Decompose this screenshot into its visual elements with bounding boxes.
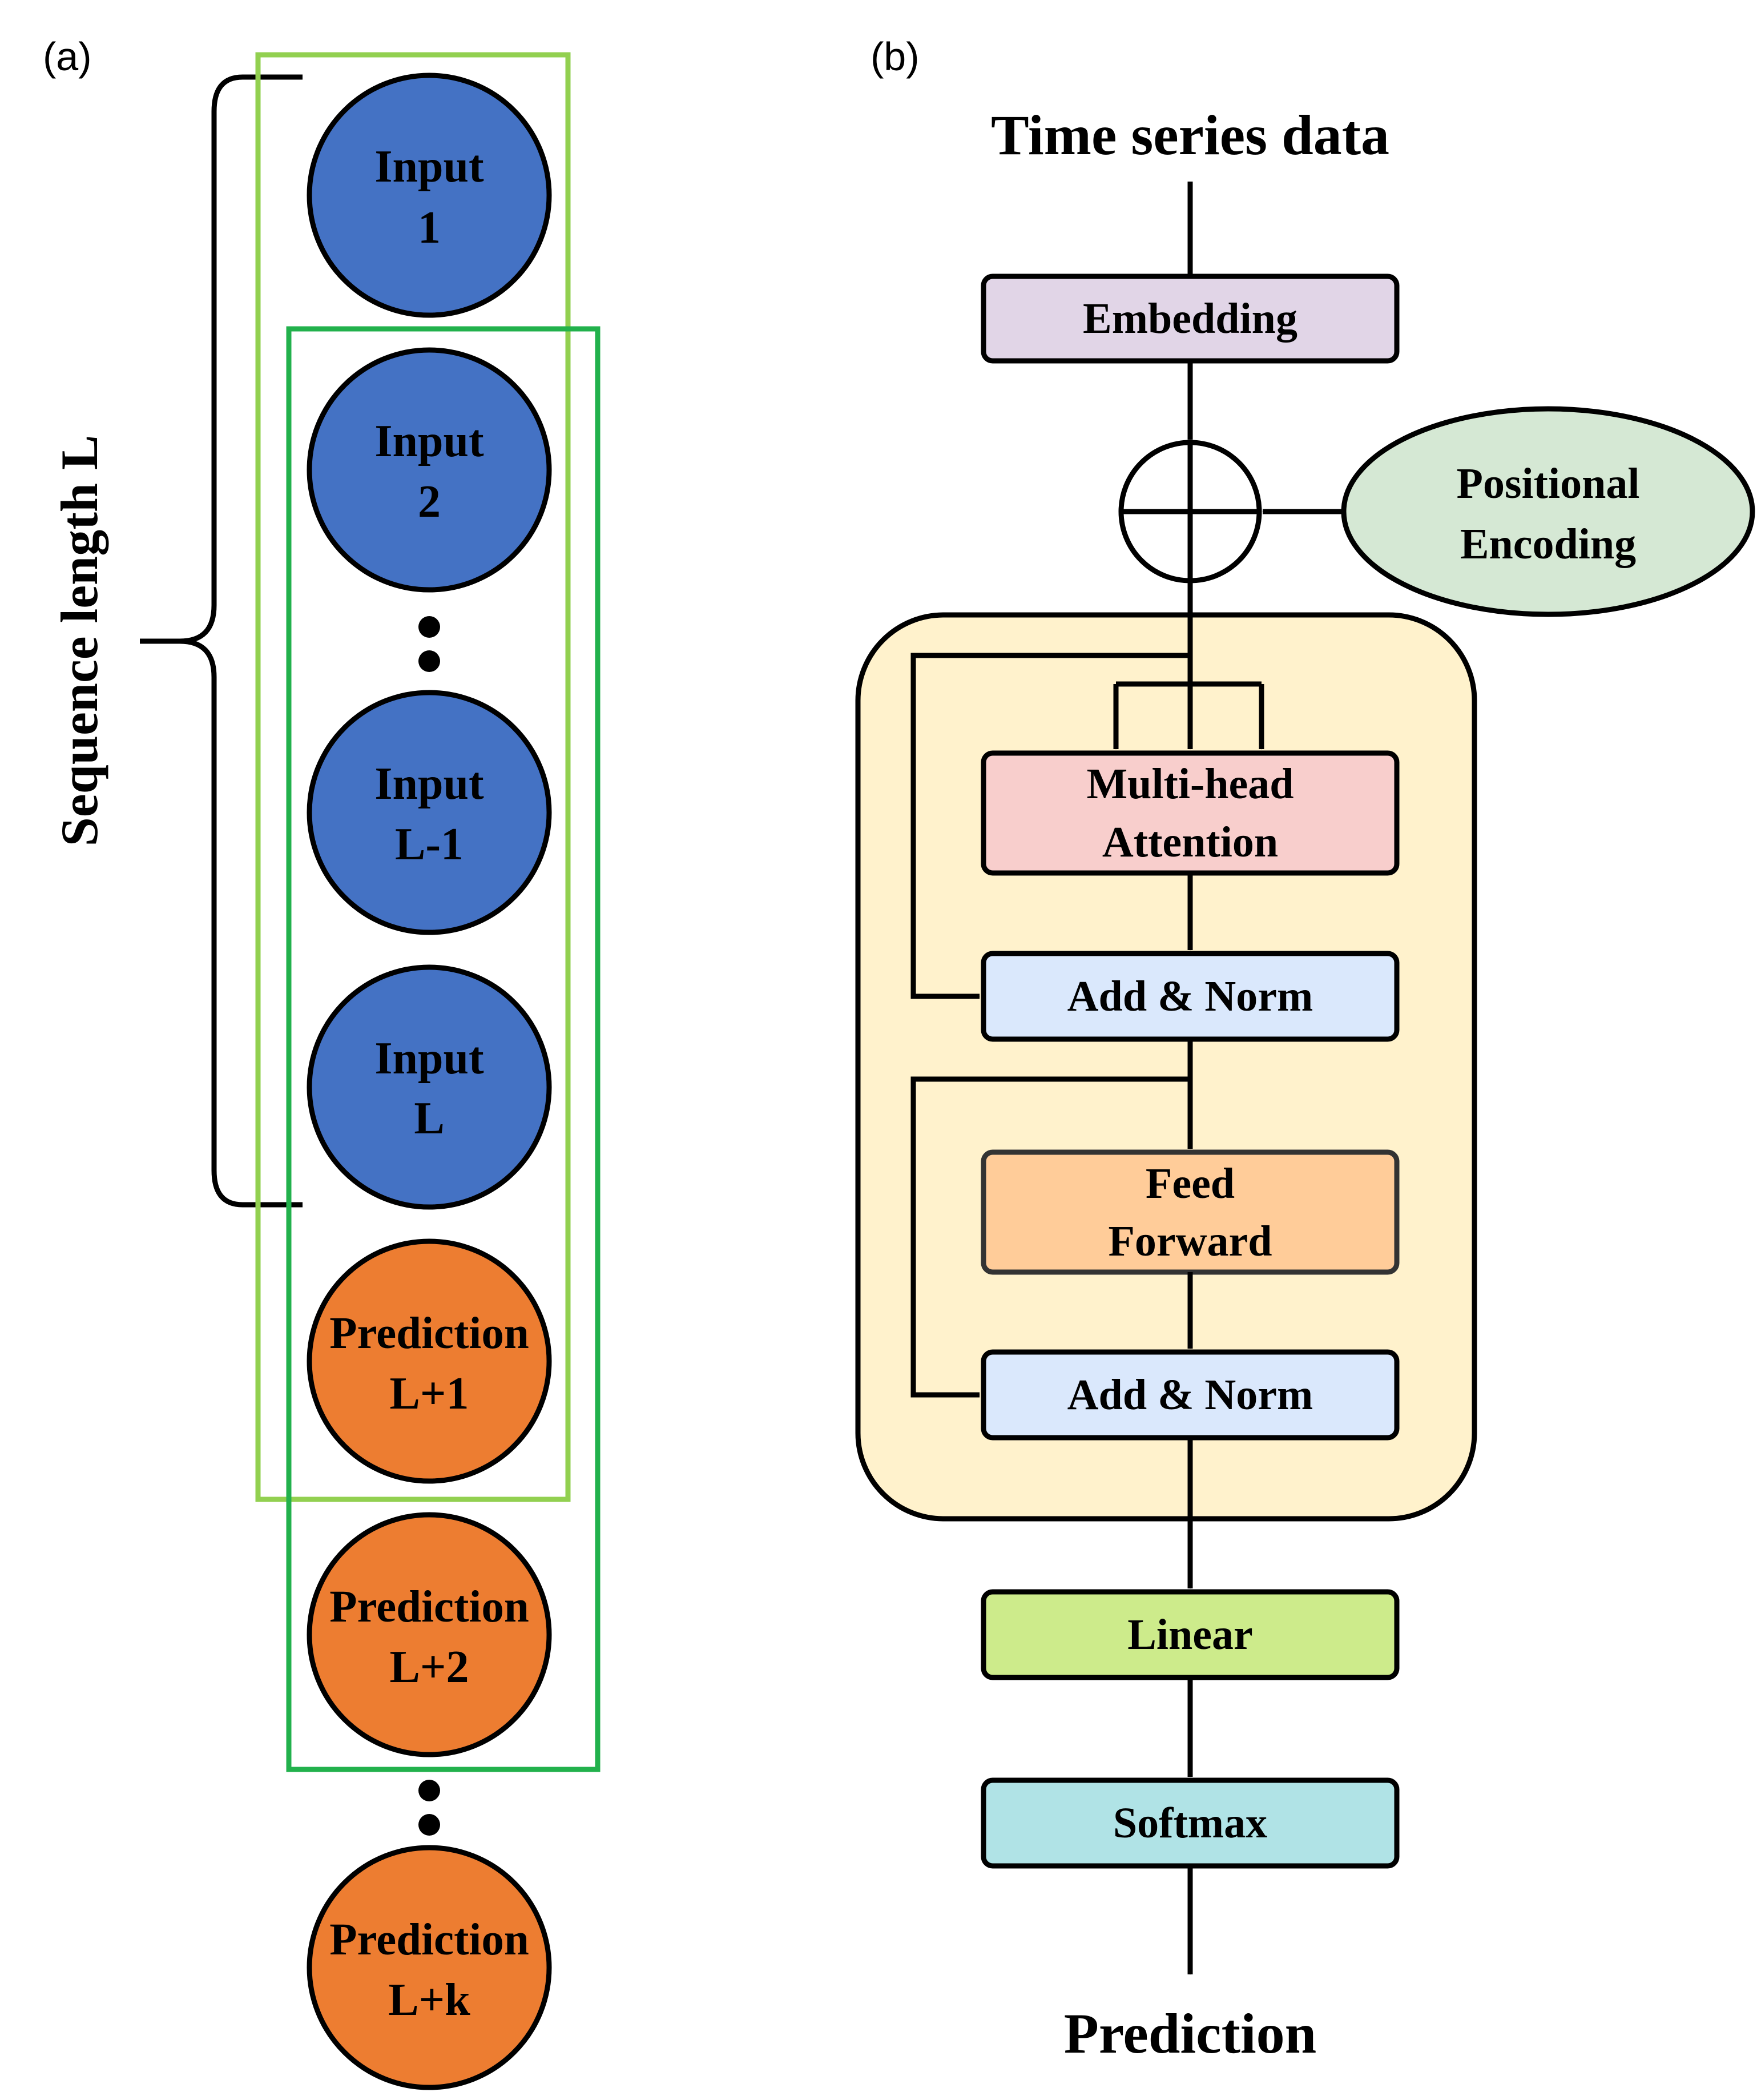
input-node-2-title: Input xyxy=(374,416,484,466)
add-norm-2-label: Add & Norm xyxy=(1067,1371,1313,1419)
prediction-node-l-plus-2: Prediction L+2 xyxy=(307,1512,552,1757)
attention-line1: Multi-head xyxy=(1086,760,1293,808)
prediction-node-l-plus-1-title: Prediction xyxy=(329,1309,529,1358)
input-node-1-title: Input xyxy=(374,142,484,192)
ellipsis-dot xyxy=(418,616,440,638)
panel-a-label: (a) xyxy=(43,34,92,79)
input-node-l-index: L xyxy=(414,1093,444,1144)
attention-line2: Attention xyxy=(1102,818,1278,866)
panel-b-label: (b) xyxy=(871,34,920,79)
prediction-node-l-plus-1-index: L+1 xyxy=(390,1369,469,1419)
softmax-box: Softmax xyxy=(981,1777,1400,1869)
prediction-node-l-plus-k: Prediction L+k xyxy=(307,1845,552,2090)
window-2 xyxy=(286,326,601,1772)
output-title: Prediction xyxy=(1064,2002,1317,2065)
residual-connection-2 xyxy=(910,1076,1190,1398)
input-node-l: Input L xyxy=(307,964,552,1210)
prediction-node-l-plus-2-index: L+2 xyxy=(390,1642,469,1692)
ellipsis-dot xyxy=(418,1814,440,1836)
input-node-l-minus-1-index: L-1 xyxy=(395,819,464,870)
input-node-2-index: 2 xyxy=(418,477,441,527)
add-norm-box-2: Add & Norm xyxy=(981,1349,1400,1441)
input-node-l-minus-1: Input L-1 xyxy=(307,690,552,935)
add-norm-box-1: Add & Norm xyxy=(981,951,1400,1042)
embedding-box: Embedding xyxy=(981,273,1400,364)
input-node-l-minus-1-title: Input xyxy=(374,759,484,809)
prediction-node-l-plus-1: Prediction L+1 xyxy=(307,1238,552,1484)
sequence-length-label: Sequence length L xyxy=(50,435,108,847)
ellipsis-dot xyxy=(418,650,440,672)
ellipsis-dot xyxy=(418,1780,440,1801)
feed-forward-line1: Feed xyxy=(1146,1160,1235,1208)
feed-forward-box: Feed Forward xyxy=(981,1149,1400,1275)
add-norm-1-label: Add & Norm xyxy=(1067,972,1313,1020)
linear-box: Linear xyxy=(981,1589,1400,1680)
embedding-label: Embedding xyxy=(1083,295,1297,343)
input-node-2: Input 2 xyxy=(307,347,552,593)
input-title: Time series data xyxy=(991,103,1389,167)
prediction-node-l-plus-k-index: L+k xyxy=(388,1975,470,2025)
positional-encoding-line1: Positional xyxy=(1457,460,1640,508)
window-1 xyxy=(255,52,571,1502)
positional-encoding-node: Positional Encoding xyxy=(1341,406,1755,617)
input-node-1-index: 1 xyxy=(418,203,441,253)
sum-node xyxy=(1118,440,1262,584)
sequence-brace xyxy=(140,74,303,1208)
input-node-1: Input 1 xyxy=(307,73,552,318)
positional-encoding-line2: Encoding xyxy=(1460,520,1636,568)
multi-head-attention-box: Multi-head Attention xyxy=(981,750,1400,876)
prediction-node-l-plus-2-title: Prediction xyxy=(329,1582,529,1632)
softmax-label: Softmax xyxy=(1113,1799,1267,1847)
linear-label: Linear xyxy=(1127,1611,1253,1659)
prediction-node-l-plus-k-title: Prediction xyxy=(329,1915,529,1965)
residual-connection-1 xyxy=(910,653,1190,999)
feed-forward-line2: Forward xyxy=(1108,1217,1272,1265)
input-node-l-title: Input xyxy=(374,1033,484,1084)
